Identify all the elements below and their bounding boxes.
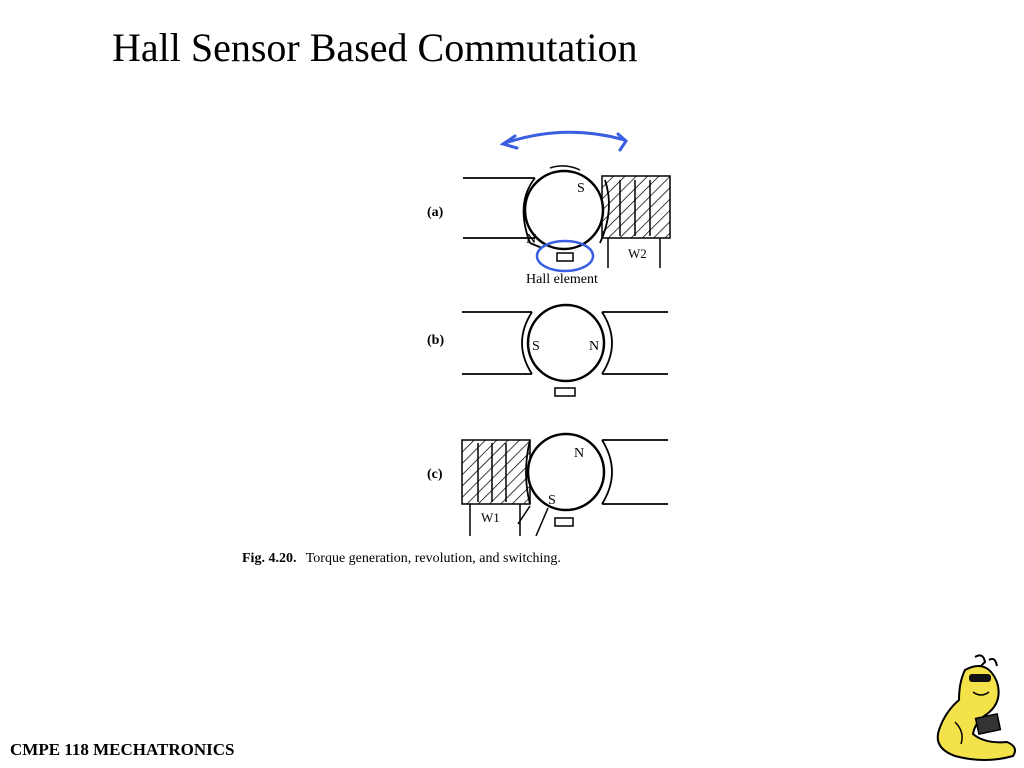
footer-course-title: CMPE 118 MECHATRONICS bbox=[10, 740, 235, 759]
hall-element-c bbox=[554, 517, 574, 527]
panel-a: (a) S N W2 Hall element bbox=[427, 165, 671, 287]
panel-b-pole-s: S bbox=[532, 339, 540, 354]
hall-element-highlight bbox=[535, 239, 595, 273]
figure-caption-number: Fig. 4.20. bbox=[242, 551, 296, 566]
hall-element-label: Hall element bbox=[526, 272, 598, 287]
panel-c-pole-s: S bbox=[548, 493, 556, 508]
hall-element-b bbox=[554, 387, 576, 397]
winding-w2-core bbox=[601, 175, 671, 239]
figure-caption: Fig. 4.20. Torque generation, revolution… bbox=[242, 551, 561, 566]
panel-a-stator bbox=[463, 177, 543, 249]
panel-a-pole-s: S bbox=[577, 181, 585, 196]
slide-title: Hall Sensor Based Commutation bbox=[112, 25, 638, 70]
winding-w1-core bbox=[461, 439, 531, 505]
motor-figure: (a) S N W2 Hall element (b) bbox=[242, 130, 671, 566]
panel-b: (b) S N bbox=[427, 303, 668, 397]
rotation-annotation-arrow bbox=[499, 130, 628, 152]
panel-b-label: (b) bbox=[427, 333, 444, 348]
panel-a-rotor-shell bbox=[599, 179, 610, 244]
panel-b-pole-n: N bbox=[589, 339, 599, 354]
winding-w2-label: W2 bbox=[628, 246, 647, 261]
panel-c-label: (c) bbox=[427, 467, 443, 482]
banana-slug-mascot-icon bbox=[936, 654, 1016, 761]
hall-element-a bbox=[556, 252, 574, 262]
winding-w1-label: W1 bbox=[481, 510, 500, 525]
panel-b-rotor bbox=[526, 303, 606, 383]
panel-c-rotor bbox=[526, 432, 606, 512]
panel-c-pole-n: N bbox=[574, 446, 584, 461]
panel-a-pole-n: N bbox=[526, 232, 536, 247]
figure-caption-text: Torque generation, revolution, and switc… bbox=[306, 551, 561, 566]
panel-a-rotor bbox=[523, 169, 605, 251]
panel-a-label: (a) bbox=[427, 205, 444, 220]
panel-c: (c) N S W1 bbox=[427, 432, 668, 537]
